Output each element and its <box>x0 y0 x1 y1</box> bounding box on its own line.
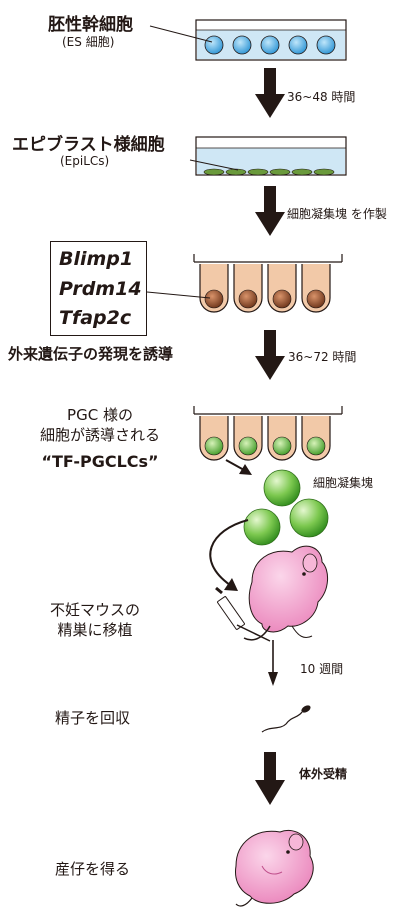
gene-box: Blimp1 Prdm14 Tfap2c <box>50 241 147 336</box>
es-cell-4 <box>288 35 308 55</box>
step-time-1: 36~48 時間 <box>287 90 356 104</box>
es-cell-2 <box>232 35 252 55</box>
well-plate-brown <box>193 254 343 313</box>
es-pointer-line <box>149 25 213 43</box>
es-cell-5 <box>316 35 336 55</box>
es-cell-3 <box>260 35 280 55</box>
aggregate-balls <box>243 469 329 546</box>
step-weeks: 10 週間 <box>300 662 344 676</box>
step-aggregate-make: 細胞凝集塊 を作製 <box>287 207 387 221</box>
mouse-pup-icon <box>243 545 328 641</box>
offspring-label: 産仔を得る <box>55 860 131 878</box>
es-culture-dish <box>195 19 347 61</box>
sperm-icon <box>261 705 311 733</box>
collect-sperm-label: 精子を回収 <box>55 709 131 727</box>
small-arrow-icon <box>225 459 252 475</box>
gene-tfap2c: Tfap2c <box>59 307 132 329</box>
induce-genes-label: 外来遺伝子の発現を誘導 <box>8 345 174 363</box>
curved-arrow-icon <box>209 519 249 591</box>
step-ivf: 体外受精 <box>299 767 348 781</box>
down-arrow-icon <box>255 752 285 805</box>
pgc-label-line1: PGC 様の <box>67 406 133 424</box>
aggregate-label: 細胞凝集塊 <box>313 476 374 490</box>
pgc-name: “TF-PGCLCs” <box>41 452 159 471</box>
infertile-label-line1: 不妊マウスの <box>49 601 140 619</box>
gene-pointer-line <box>146 291 211 299</box>
epi-cell-sublabel: (EpiLCs) <box>60 154 110 168</box>
down-arrow-icon <box>255 330 285 380</box>
gene-prdm14: Prdm14 <box>59 278 142 300</box>
pgc-label-line2: 細胞が誘導される <box>39 426 160 444</box>
epi-pointer-line <box>189 159 239 171</box>
es-cell-sublabel: (ES 細胞) <box>62 35 115 49</box>
down-arrow-icon <box>255 68 285 118</box>
es-cell-1 <box>204 35 224 55</box>
infertile-label-line2: 精巣に移植 <box>57 621 133 639</box>
syringe-icon <box>215 586 271 642</box>
epi-culture-dish <box>195 136 347 176</box>
down-arrow-icon <box>255 186 285 236</box>
step-time-2: 36~72 時間 <box>288 350 357 364</box>
newborn-mouse-icon <box>235 830 314 907</box>
well-plate-green <box>193 406 343 461</box>
epi-cell-label: エピブラスト様細胞 <box>12 135 165 155</box>
es-cell-label: 胚性幹細胞 <box>48 15 133 35</box>
gene-blimp1: Blimp1 <box>59 248 134 270</box>
thin-arrow-icon <box>268 640 278 686</box>
